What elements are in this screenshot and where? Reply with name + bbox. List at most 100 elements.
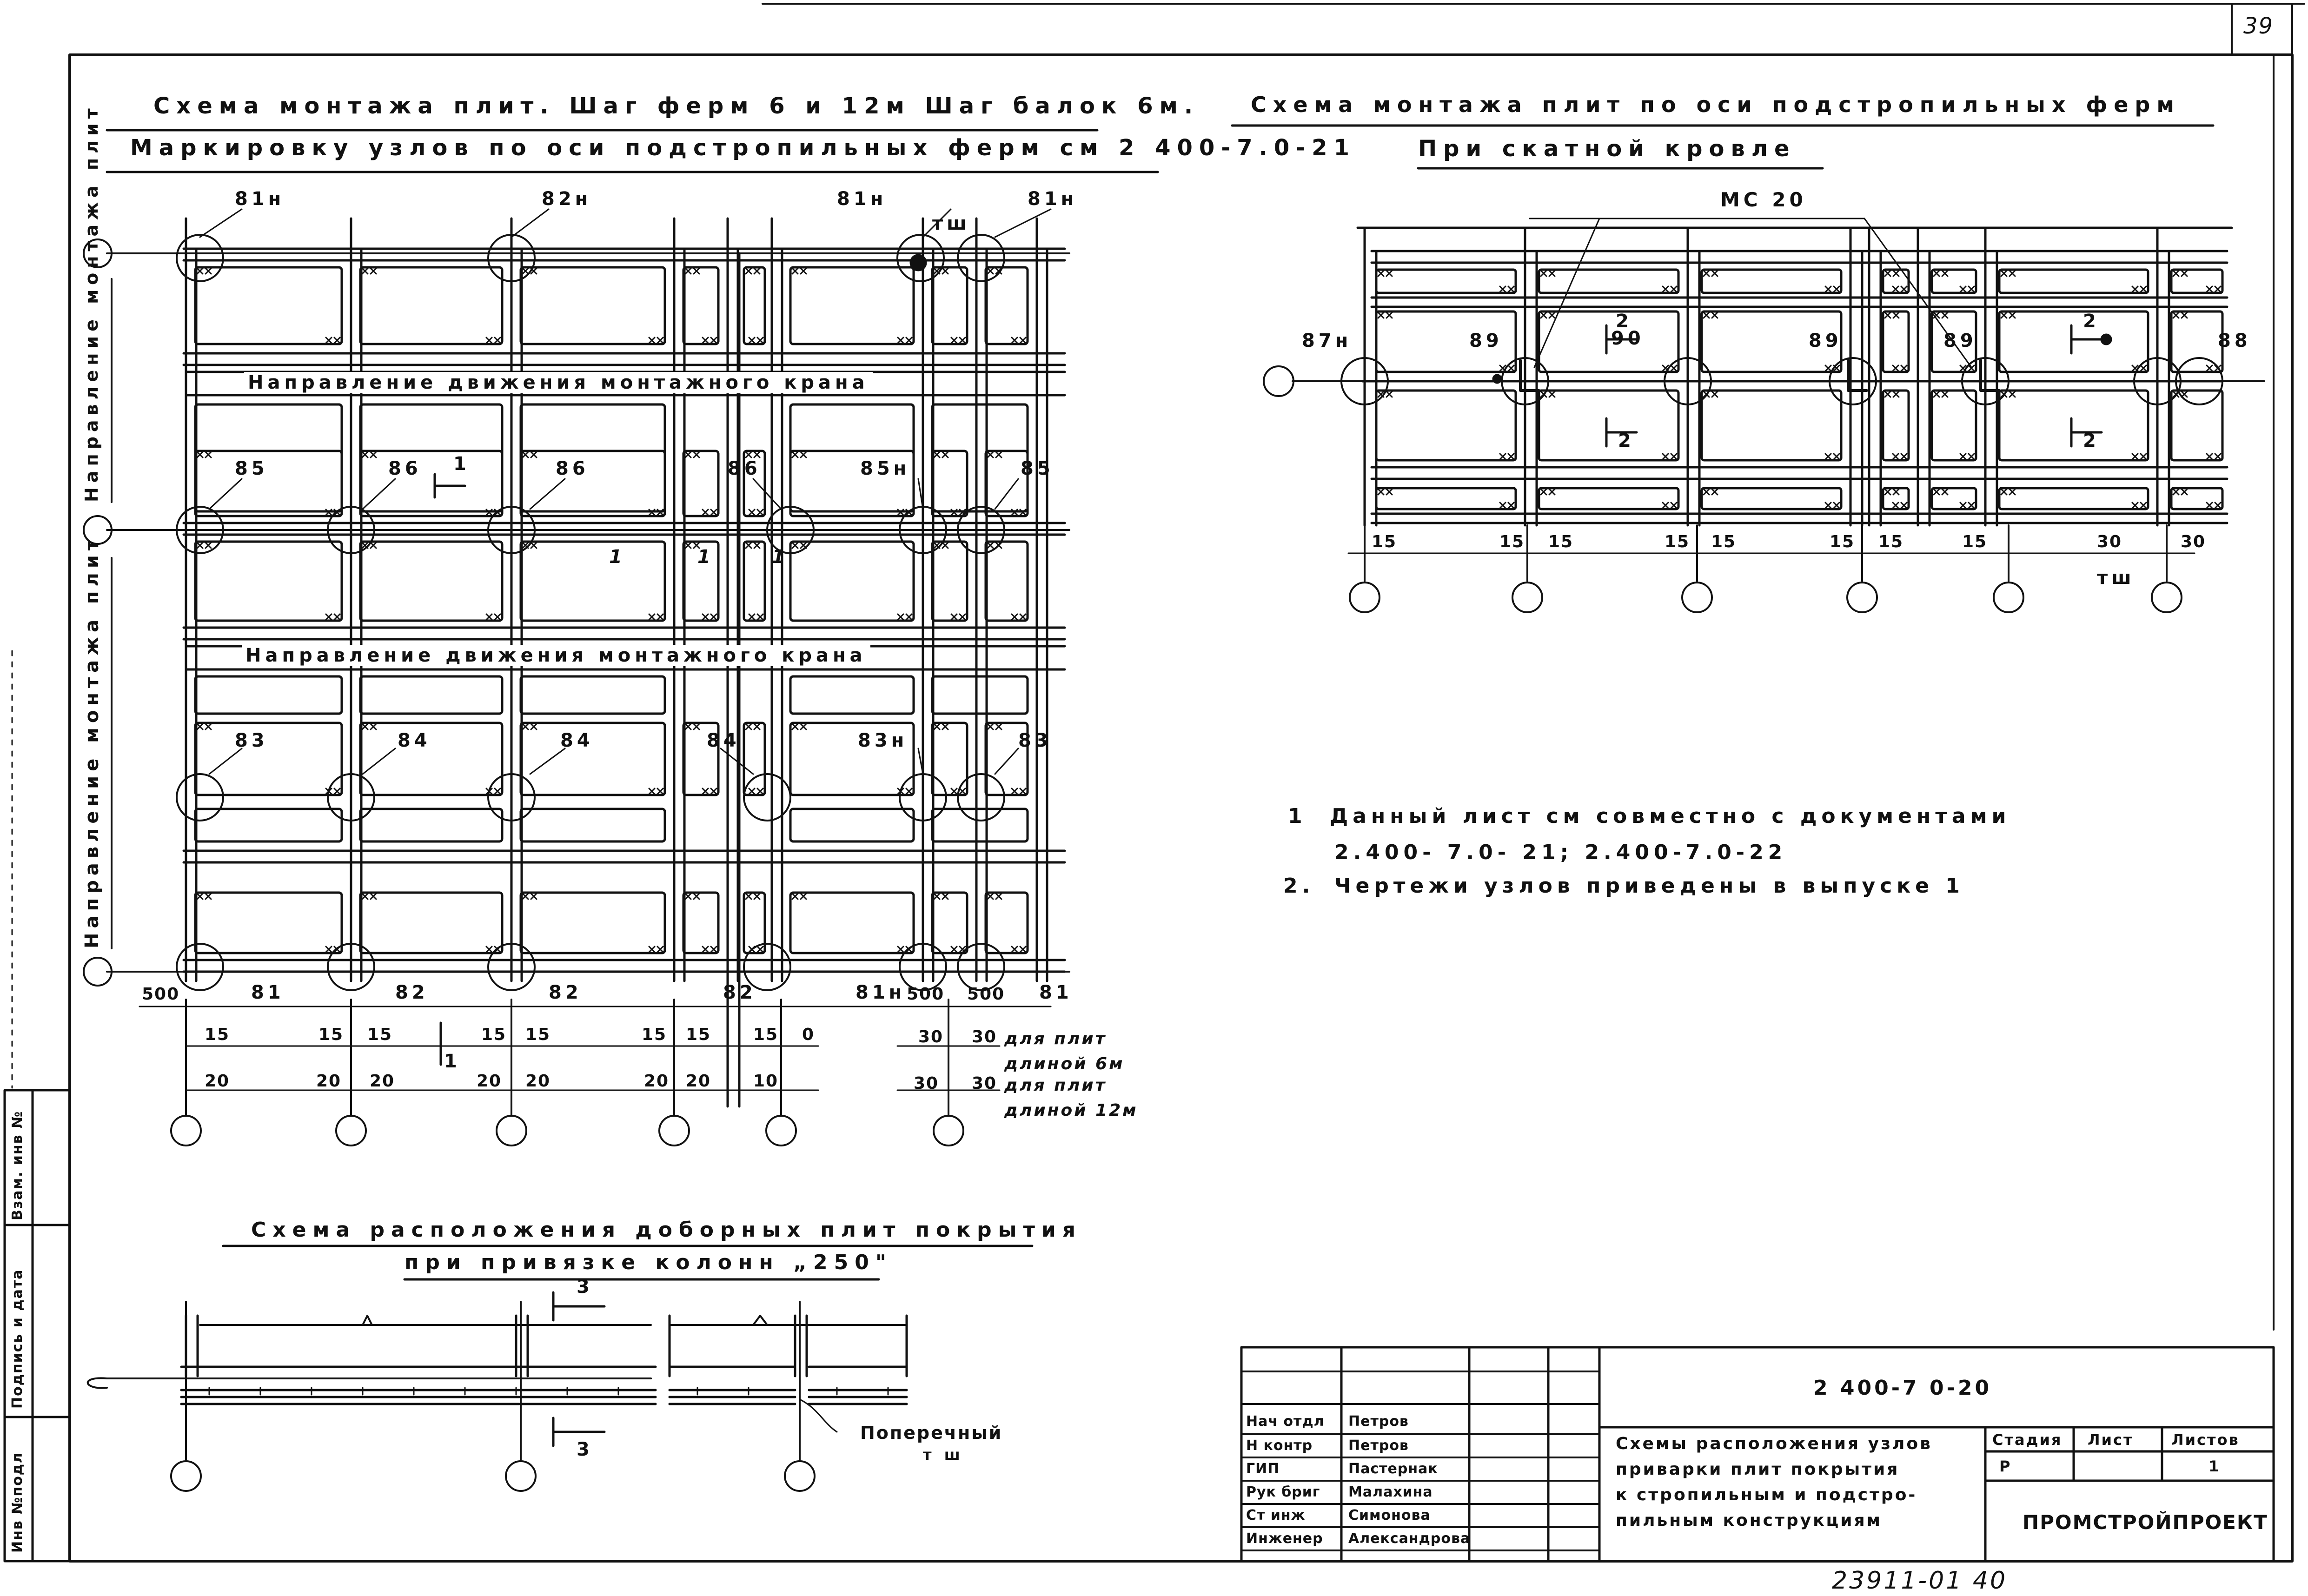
node-circle <box>327 773 375 821</box>
slab <box>1538 310 1680 373</box>
note-12m: для плит длиной 12м <box>1004 1076 1138 1120</box>
slab <box>1375 389 1517 462</box>
node-circle <box>957 234 1005 282</box>
dim-30-c: 30 <box>914 1074 939 1093</box>
slab <box>931 540 968 622</box>
leader-line <box>917 478 924 510</box>
dim-20: 10 <box>753 1072 779 1091</box>
node-circle <box>957 943 1005 991</box>
slab <box>1700 487 1843 510</box>
slab <box>359 891 504 954</box>
slab <box>1930 389 1977 462</box>
weld-cross <box>2206 453 2222 460</box>
node-label-81: 81 <box>251 982 285 1003</box>
weld-cross <box>1892 364 1908 372</box>
tb-role: Н контр <box>1246 1437 1313 1454</box>
weld-cross <box>325 337 341 344</box>
side-podpis-data: Подпись и дата <box>9 1269 26 1409</box>
node-circle <box>743 773 791 821</box>
section-marks <box>1605 324 2103 448</box>
weld-cross <box>684 723 700 730</box>
tb-name: Пастернак <box>1348 1461 1438 1477</box>
weld-cross <box>1959 453 1975 460</box>
weld-cross <box>2000 488 2016 496</box>
weld-cross <box>648 613 664 621</box>
dim-20: 20 <box>525 1072 551 1091</box>
weld-cross <box>1377 488 1393 496</box>
dim-label: 15 <box>1962 532 1988 551</box>
slab <box>931 891 968 954</box>
tb-name: Петров <box>1348 1437 1409 1454</box>
left-scheme-title-2: Маркировку узлов по оси подстропильных ф… <box>130 135 1356 161</box>
weld-cross <box>1703 270 1718 277</box>
weld-cross <box>684 451 700 458</box>
note-1-refs: 2.400- 7.0- 21; 2.400-7.0-22 <box>1334 841 1787 864</box>
slab <box>789 722 915 796</box>
weld-cross <box>745 723 761 730</box>
axis-circle <box>496 1115 527 1146</box>
note-2-number: 2. <box>1283 874 1315 898</box>
weld-cross <box>485 613 501 621</box>
slab <box>1375 268 1517 294</box>
tb-role: Ст инж <box>1246 1507 1306 1523</box>
title-underlines <box>106 124 2215 1281</box>
slab <box>931 722 968 796</box>
node-circle <box>957 773 1005 821</box>
slab <box>1998 487 2149 510</box>
weld-cross <box>648 946 664 953</box>
slab <box>359 675 504 715</box>
slab <box>789 266 915 345</box>
dim-label: 15 <box>1548 532 1574 551</box>
weld-cross <box>1662 364 1678 372</box>
axis-circle <box>1681 582 1713 613</box>
slab <box>359 808 504 843</box>
axis-circle <box>2151 582 2182 613</box>
node-circle <box>327 943 375 991</box>
weld-cross <box>1662 453 1678 460</box>
leader-line <box>994 208 1052 238</box>
weld-cross <box>745 893 761 900</box>
dim-15: 0 <box>802 1025 815 1044</box>
slab <box>931 266 968 345</box>
weld-cross <box>1540 311 1556 319</box>
dim-15: 15 <box>367 1025 393 1044</box>
bend-mark <box>362 1315 768 1326</box>
tb-name: Симонова <box>1348 1507 1431 1523</box>
leader-line <box>511 208 550 238</box>
axis-circle <box>658 1115 690 1146</box>
leader-line <box>994 478 1019 510</box>
tb-desc-line: Схемы расположения узлов <box>1616 1434 1932 1453</box>
slab <box>194 266 343 345</box>
rp-section-90: 90 <box>1611 328 1645 349</box>
dim-500-left: 500 <box>142 985 180 1004</box>
node-label-84: 84 <box>398 730 431 751</box>
weld-cross <box>684 893 700 900</box>
weld-cross <box>1377 391 1393 398</box>
slab <box>1930 487 1977 510</box>
weld-cross <box>2172 311 2188 319</box>
weld-cross <box>1824 285 1840 293</box>
left-section-mark: 1 <box>453 453 470 475</box>
weld-L <box>1519 359 1540 392</box>
weld-cross <box>897 613 913 621</box>
leader-line <box>362 478 396 510</box>
weld-cross <box>1933 270 1949 277</box>
slab <box>1538 389 1680 462</box>
slab <box>359 266 504 345</box>
left-plan-axes <box>83 238 1070 987</box>
node-label-89: 89 <box>1809 330 1842 351</box>
axis-circle <box>335 1115 367 1146</box>
weld-cross <box>1824 364 1840 372</box>
axis-circle <box>765 1115 797 1146</box>
weld-cross <box>748 509 764 516</box>
left-plan-grid <box>83 208 1070 1146</box>
right-scheme-title-2: При скатной кровле <box>1418 136 1796 162</box>
slab <box>931 450 968 517</box>
weld-cross <box>1499 453 1515 460</box>
weld-cross <box>196 893 212 900</box>
node-label-82: 82 <box>549 982 582 1003</box>
weld-cross <box>522 451 537 458</box>
weld-cross <box>325 946 341 953</box>
dim-500-right-a: 500 <box>907 985 945 1004</box>
weld-cross <box>791 542 807 549</box>
